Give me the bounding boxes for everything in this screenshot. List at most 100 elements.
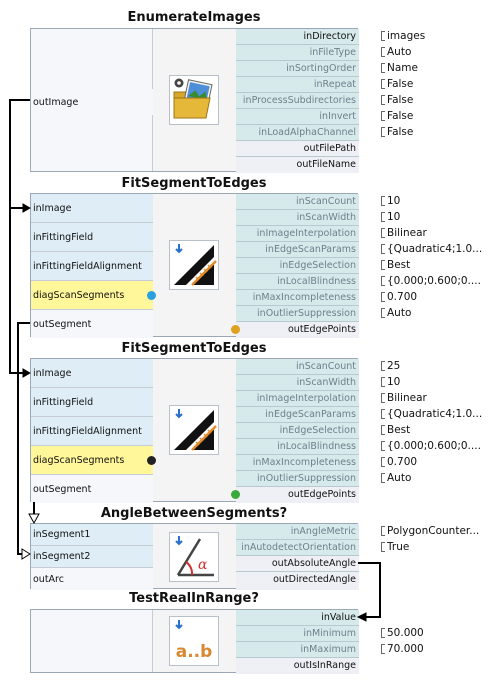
port-in-max-incompleteness[interactable]: inMaxIncompleteness	[236, 290, 359, 306]
value-in-autodetect-orientation[interactable]: True	[387, 541, 410, 553]
filter-title-test-real-in-range: TestRealInRange?	[129, 591, 259, 606]
port-in-image[interactable]: inImage	[31, 194, 153, 223]
port-out-edge-points[interactable]: outEdgePoints	[236, 322, 359, 338]
svg-text:α: α	[198, 557, 208, 573]
filter-right-column: inValue inMinimum inMaximum outIsInRange	[236, 610, 359, 674]
filter-left-column: outImage	[31, 29, 153, 171]
port-in-invert[interactable]: inInvert	[236, 109, 359, 125]
port-out-segment[interactable]: outSegment	[31, 310, 153, 338]
port-out-image[interactable]: outImage	[31, 89, 153, 115]
port-in-value[interactable]: inValue	[236, 610, 359, 626]
folder-images-icon	[169, 75, 219, 125]
value-in-edge-scan-params[interactable]: {Quadratic4;1.0...	[387, 408, 483, 420]
arrow-head-icon	[28, 513, 40, 525]
value-in-maximum[interactable]: 70.000	[387, 643, 424, 655]
value-in-load-alpha-channel[interactable]: False	[387, 126, 414, 138]
value-in-scan-count[interactable]: 25	[387, 360, 401, 372]
port-in-angle-metric[interactable]: inAngleMetric	[236, 524, 359, 540]
port-out-arc[interactable]: outArc	[31, 568, 153, 590]
port-diag-scan-segments[interactable]: diagScanSegments	[31, 281, 153, 310]
port-in-edge-scan-params[interactable]: inEdgeScanParams	[236, 242, 359, 258]
port-in-sorting-order[interactable]: inSortingOrder	[236, 61, 359, 77]
value-in-edge-scan-params[interactable]: {Quadratic4;1.0...	[387, 243, 483, 255]
port-out-edge-points[interactable]: outEdgePoints	[236, 487, 359, 503]
port-in-edge-selection[interactable]: inEdgeSelection	[236, 258, 359, 274]
value-in-repeat[interactable]: False	[387, 78, 414, 90]
port-out-file-name[interactable]: outFileName	[236, 157, 359, 173]
port-in-scan-width[interactable]: inScanWidth	[236, 375, 359, 391]
port-in-autodetect-orientation[interactable]: inAutodetectOrientation	[236, 540, 359, 556]
value-in-scan-count[interactable]: 10	[387, 195, 401, 207]
port-in-file-type[interactable]: inFileType	[236, 45, 359, 61]
port-in-segment-2[interactable]: inSegment2	[31, 546, 153, 568]
port-out-file-path[interactable]: outFilePath	[236, 141, 359, 157]
filter-block-angle-between-segments[interactable]: inSegment1 inSegment2 outArc α inAngleMe…	[30, 523, 359, 590]
port-in-fitting-field[interactable]: inFittingField	[31, 388, 153, 417]
port-in-load-alpha-channel[interactable]: inLoadAlphaChannel	[236, 125, 359, 141]
port-out-absolute-angle[interactable]: outAbsoluteAngle	[236, 556, 359, 572]
value-in-invert[interactable]: False	[387, 110, 414, 122]
port-in-directory[interactable]: inDirectory	[236, 29, 359, 45]
value-in-angle-metric[interactable]: PolygonCounter...	[387, 525, 480, 537]
port-in-minimum[interactable]: inMinimum	[236, 626, 359, 642]
value-in-scan-width[interactable]: 10	[387, 211, 401, 223]
port-in-scan-width[interactable]: inScanWidth	[236, 210, 359, 226]
filter-block-enumerate-images[interactable]: outImage inDirectory inFileType inSortin…	[30, 28, 359, 173]
value-in-file-type[interactable]: Auto	[387, 46, 412, 58]
value-in-local-blindness[interactable]: {0.000;0.600;0....	[387, 440, 481, 452]
angle-icon: α	[169, 532, 219, 582]
filter-block-fit-segment-2[interactable]: inImage inFittingField inFittingFieldAli…	[30, 358, 359, 503]
port-in-image-interpolation[interactable]: inImageInterpolation	[236, 226, 359, 242]
port-out-directed-angle[interactable]: outDirectedAngle	[236, 572, 359, 590]
filter-block-test-real-in-range[interactable]: a..b inValue inMinimum inMaximum outIsIn…	[30, 609, 359, 674]
port-in-scan-count[interactable]: inScanCount	[236, 194, 359, 210]
value-in-max-incompleteness[interactable]: 0.700	[387, 291, 418, 303]
filter-right-column: inDirectory inFileType inSortingOrder in…	[236, 29, 359, 173]
port-diag-scan-segments[interactable]: diagScanSegments	[31, 446, 153, 475]
value-in-local-blindness[interactable]: {0.000;0.600;0....	[387, 275, 481, 287]
filter-right-column: inScanCount inScanWidth inImageInterpola…	[236, 194, 359, 338]
value-in-image-interpolation[interactable]: Bilinear	[387, 227, 427, 239]
filter-block-fit-segment-1[interactable]: inImage inFittingField inFittingFieldAli…	[30, 193, 359, 338]
port-in-fitting-field[interactable]: inFittingField	[31, 223, 153, 252]
arrow-head-icon	[356, 612, 367, 622]
value-in-edge-selection[interactable]: Best	[387, 259, 411, 271]
arrow-head-icon	[22, 203, 32, 213]
filter-title-fit-segment-2: FitSegmentToEdges	[121, 341, 267, 356]
wire-segment1-to-angle	[17, 322, 30, 555]
value-in-sorting-order[interactable]: Name	[387, 62, 418, 74]
value-in-minimum[interactable]: 50.000	[387, 627, 424, 639]
value-in-image-interpolation[interactable]: Bilinear	[387, 392, 427, 404]
port-in-fitting-field-alignment[interactable]: inFittingFieldAlignment	[31, 417, 153, 446]
port-in-segment-1[interactable]: inSegment1	[31, 524, 153, 546]
port-in-maximum[interactable]: inMaximum	[236, 642, 359, 658]
port-in-scan-count[interactable]: inScanCount	[236, 359, 359, 375]
port-in-edge-selection[interactable]: inEdgeSelection	[236, 423, 359, 439]
port-in-outlier-suppression[interactable]: inOutlierSuppression	[236, 306, 359, 322]
port-in-outlier-suppression[interactable]: inOutlierSuppression	[236, 471, 359, 487]
port-in-image-interpolation[interactable]: inImageInterpolation	[236, 391, 359, 407]
port-in-process-subdirectories[interactable]: inProcessSubdirectories	[236, 93, 359, 109]
output-indicator-icon	[231, 490, 240, 499]
port-in-local-blindness[interactable]: inLocalBlindness	[236, 439, 359, 455]
value-in-outlier-suppression[interactable]: Auto	[387, 472, 412, 484]
value-in-edge-selection[interactable]: Best	[387, 424, 411, 436]
filter-icon-area: α	[153, 524, 236, 588]
port-in-local-blindness[interactable]: inLocalBlindness	[236, 274, 359, 290]
port-in-max-incompleteness[interactable]: inMaxIncompleteness	[236, 455, 359, 471]
port-in-repeat[interactable]: inRepeat	[236, 77, 359, 93]
value-in-outlier-suppression[interactable]: Auto	[387, 307, 412, 319]
port-out-segment[interactable]: outSegment	[31, 475, 153, 503]
port-in-fitting-field-alignment[interactable]: inFittingFieldAlignment	[31, 252, 153, 281]
fit-segment-icon	[169, 240, 219, 290]
value-in-max-incompleteness[interactable]: 0.700	[387, 456, 418, 468]
value-in-directory[interactable]: images	[387, 30, 426, 42]
value-in-scan-width[interactable]: 10	[387, 376, 401, 388]
wire-angle-to-range	[358, 562, 381, 618]
value-in-process-subdirectories[interactable]: False	[387, 94, 414, 106]
port-out-is-in-range[interactable]: outIsInRange	[236, 658, 359, 674]
port-in-image[interactable]: inImage	[31, 359, 153, 388]
filter-icon-area	[153, 194, 236, 336]
port-in-edge-scan-params[interactable]: inEdgeScanParams	[236, 407, 359, 423]
